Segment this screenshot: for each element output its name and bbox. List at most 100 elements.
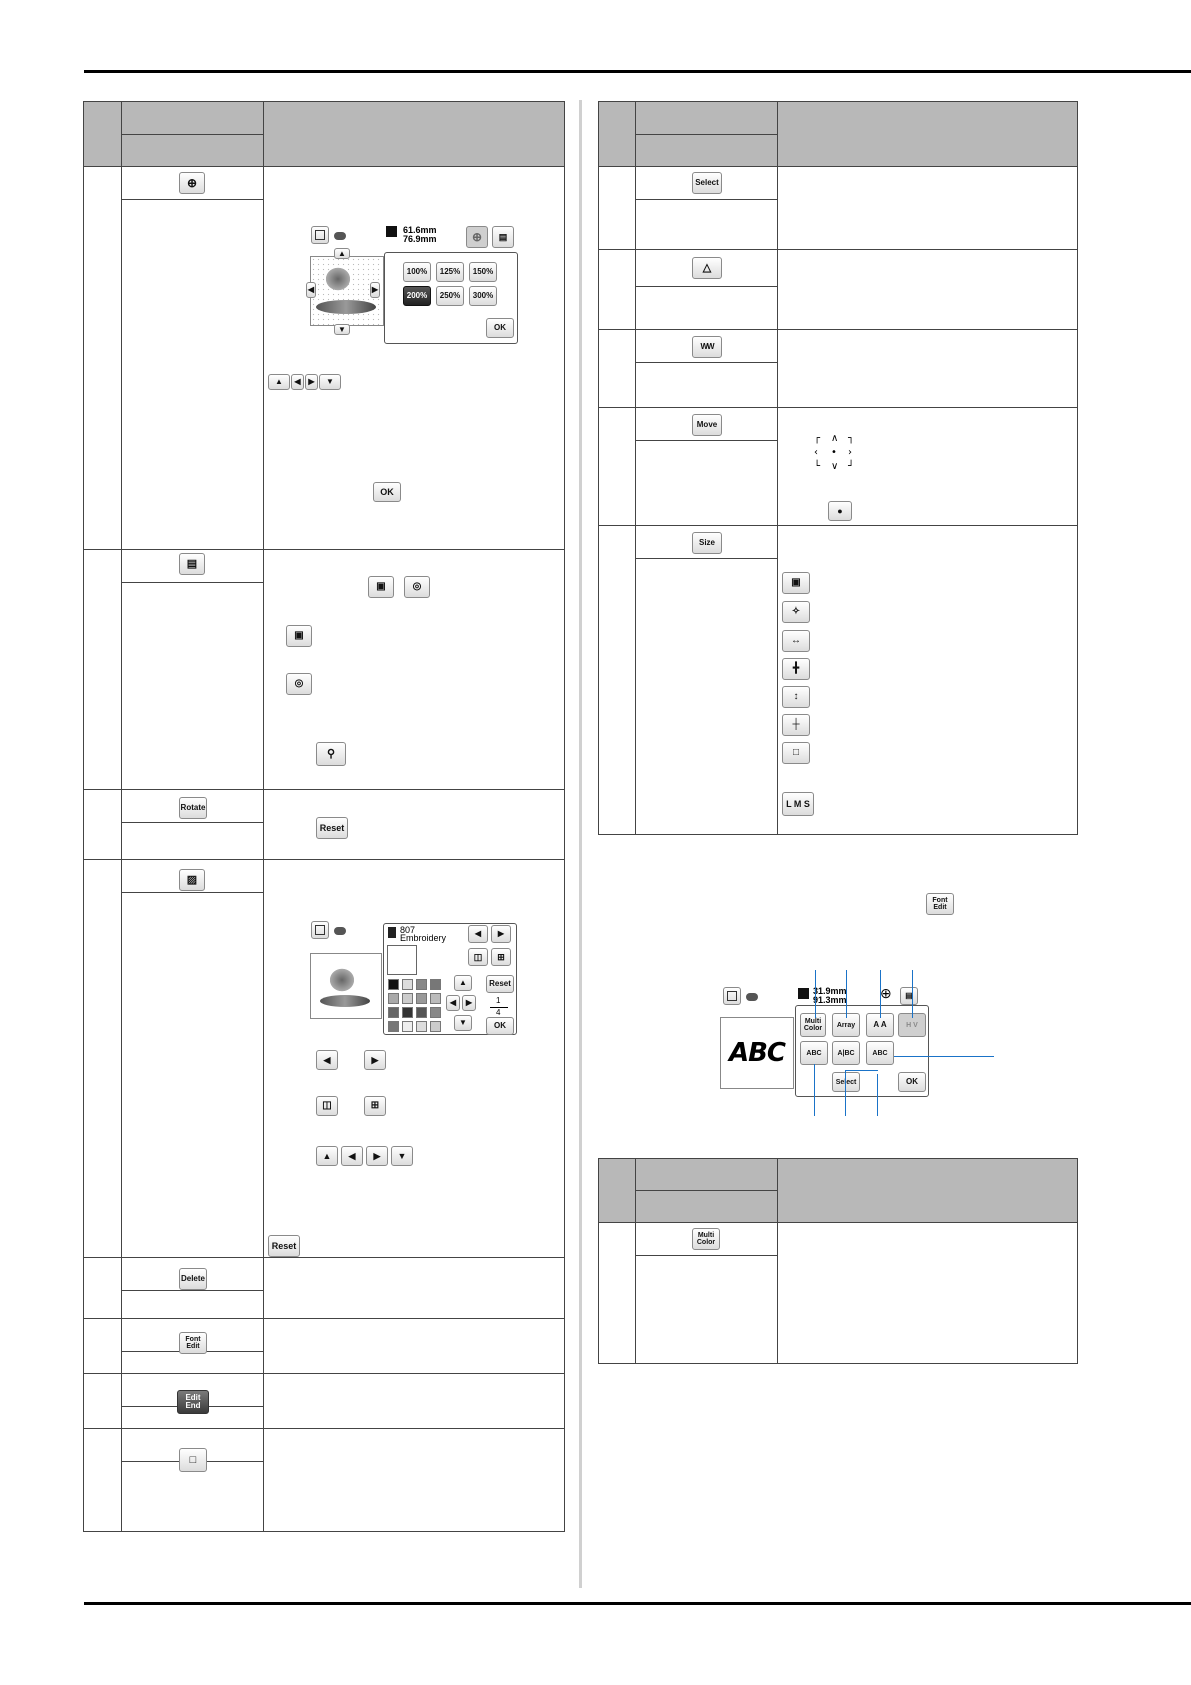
frame-display-option-1-icon: ▣ [286,625,312,647]
callout-line [880,970,881,1018]
frame-icon [311,921,329,939]
memory-icon[interactable]: □ [179,1448,207,1472]
left-arrow-icon: ◀ [291,374,304,390]
size-width: 61.6mm [403,225,437,235]
rotate-button[interactable]: Rotate [179,797,207,819]
move-direction-pad: ┌∧┐ ‹•› └∨┘ [814,433,855,472]
reset-button[interactable]: Reset [486,975,514,993]
zoom-icon[interactable]: ⊕ [179,172,205,194]
scroll-down-button[interactable]: ▼ [334,324,350,335]
stretch-vertical-icon: ↕ [782,686,810,708]
size-icon [386,226,397,237]
frame-display-option-1-icon: ▣ [368,576,394,598]
pattern-preview [310,953,382,1019]
delete-button[interactable]: Delete [179,1268,207,1290]
palette-arrows-group: ▲ ◀ ▶ ▼ [316,1146,418,1166]
prev-color-button[interactable]: ◀ [468,925,488,943]
thread-palette-icon[interactable]: ▨ [179,869,205,891]
reset-key: Reset [316,817,348,839]
letter-spacing-button[interactable]: ABC [800,1041,828,1065]
frame-display-option-2-icon: ◎ [404,576,430,598]
callout-line [845,1070,846,1116]
char-edit-button[interactable]: A|BC [832,1041,860,1065]
right-arrow-icon: ▶ [305,374,318,390]
size-lms-icon: L M S [782,792,814,816]
left-arrow-icon: ◀ [341,1146,363,1166]
zoom-250-button[interactable]: 250% [436,286,464,306]
size-icon [798,988,809,999]
current-color-box [387,945,417,975]
scroll-right-button[interactable]: ▶ [370,282,380,298]
sample-text: ABC [728,1038,786,1068]
thread-spools-icon [334,232,346,240]
ok-button[interactable]: OK [486,1017,514,1035]
thread-name: Embroidery [400,933,447,943]
reset-key: Reset [268,1235,300,1257]
zoom-150-button[interactable]: 150% [469,262,497,282]
page-separator [490,1007,508,1008]
palette-left-button[interactable]: ◀ [446,995,460,1011]
thread-spools-icon [334,927,346,935]
frame-icon [723,987,741,1005]
right-arrow-icon: ▶ [364,1050,386,1070]
callout-line [815,970,816,1018]
callout-line [814,1064,815,1116]
font-edit-button[interactable]: Font Edit [179,1332,207,1354]
select-button[interactable]: Select [692,172,722,194]
up-arrow-icon: ▲ [316,1146,338,1166]
zoom-icon: ⊕ [880,985,892,1001]
multi-color-button[interactable]: Multi Color [692,1228,720,1250]
size-height: 91.3mm [813,995,847,1005]
embroidery-flower-icon [324,266,352,292]
single-char-button[interactable]: ABC [866,1041,894,1065]
embroidery-leaf-icon [316,300,376,314]
multi-color-table [598,1158,1078,1364]
color-change-screen: 807 Embroidery ◀ ▶ ◫ ⊞ ▲ ◀ ▶ ▼ Reset 1 4… [308,921,520,1035]
zoom-200-button[interactable]: 200% [403,286,431,306]
edit-end-button[interactable]: Edit End [177,1390,209,1414]
palette-right-button[interactable]: ▶ [462,995,476,1011]
embroidery-leaf-icon [320,995,370,1007]
move-button[interactable]: Move [692,414,722,436]
density-icon[interactable]: WW [692,336,722,358]
next-color-button[interactable]: ▶ [491,925,511,943]
scroll-up-button[interactable]: ▲ [334,248,350,259]
top-rule [84,70,1191,73]
ok-key: OK [373,482,401,502]
frame-display-icon: ▤ [900,987,918,1005]
scroll-left-button[interactable]: ◀ [306,282,316,298]
swatch-enlarge-button[interactable]: ⊞ [491,948,511,966]
mirror-icon[interactable]: △ [692,257,722,279]
column-divider [579,100,582,1588]
zoom-125-button[interactable]: 125% [436,262,464,282]
size-button[interactable]: Size [692,532,722,554]
multi-color-button[interactable]: Multi Color [800,1013,826,1037]
frame-display-option-2-icon: ◎ [286,673,312,695]
zoom-300-button[interactable]: 300% [469,286,497,306]
frame-icon [311,226,329,244]
swatch-shrink-button[interactable]: ◫ [468,948,488,966]
callout-line [846,970,847,1018]
right-arrow-icon: ▶ [366,1146,388,1166]
shrink-vertical-icon: ┼ [782,714,810,736]
select-button[interactable]: Select [832,1072,860,1092]
font-edit-key: Font Edit [926,893,954,915]
embroidery-flower-icon [328,967,356,993]
swatch-shrink-icon: ◫ [316,1096,338,1116]
arrow-keys-group: ▲ ◀ ▶ ▼ [268,374,341,392]
size-height: 76.9mm [403,234,437,244]
palette-up-button[interactable]: ▲ [454,975,472,991]
color-swatch-grid [388,979,448,1039]
size-width: 31.9mm [813,986,847,996]
palette-down-button[interactable]: ▼ [454,1015,472,1031]
frame-display-icon[interactable]: ▤ [179,553,205,575]
ok-button[interactable]: OK [486,318,514,338]
stretch-horizontal-icon: ↔ [782,630,810,652]
down-arrow-icon: ▼ [391,1146,413,1166]
ok-button[interactable]: OK [898,1072,926,1092]
callout-line [912,970,913,1018]
zoom-screen: 61.6mm 76.9mm ⊕ ▤ ▲ ▼ ◀ ▶ 100% 125% 150%… [306,225,528,346]
frame-display-icon: ▤ [492,226,514,248]
zoom-100-button[interactable]: 100% [403,262,431,282]
reduce-proportional-icon: ✧ [782,601,810,623]
